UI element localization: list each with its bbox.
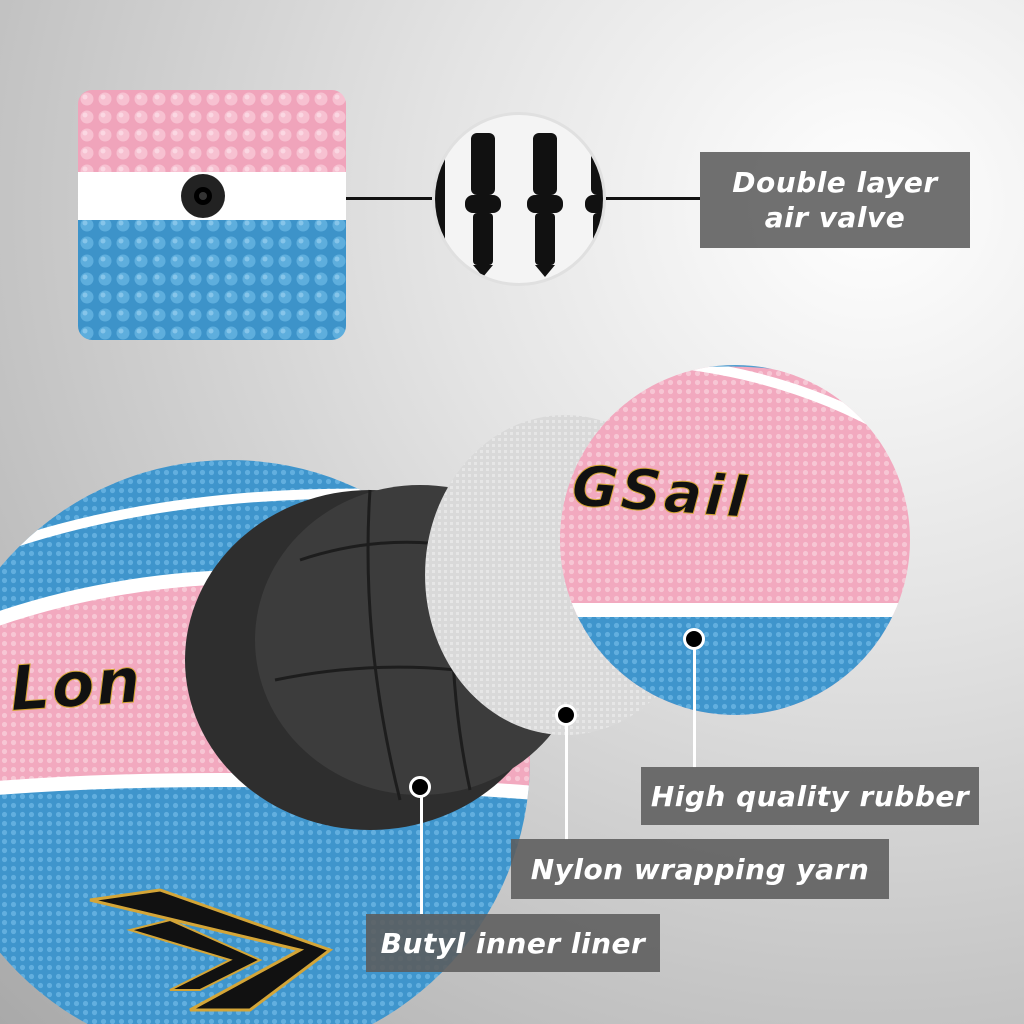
butyl-label: Butyl inner liner bbox=[366, 914, 660, 972]
valve-pins-icon bbox=[435, 133, 603, 277]
butyl-marker-dot bbox=[409, 776, 431, 798]
valve-leader-line-right bbox=[606, 197, 700, 200]
valve-leader-line-left bbox=[346, 197, 432, 200]
nylon-marker-dot bbox=[555, 704, 577, 726]
right-ball-brand-text: GSail bbox=[569, 453, 752, 532]
left-ball-brand-text: Lon bbox=[7, 643, 145, 726]
valve-label: Double layer air valve bbox=[700, 152, 970, 248]
valve-label-line1: Double layer bbox=[732, 166, 938, 199]
rubber-marker-dot bbox=[683, 628, 705, 650]
valve-closeup-swatch bbox=[78, 90, 346, 340]
nylon-label: Nylon wrapping yarn bbox=[511, 839, 889, 899]
valve-label-line2: air valve bbox=[764, 201, 906, 234]
valve-pins-circle bbox=[432, 112, 606, 286]
nylon-leader-line bbox=[565, 716, 568, 840]
swatch-graphic bbox=[78, 90, 346, 340]
butyl-leader-line bbox=[420, 788, 423, 914]
rubber-leader-line bbox=[693, 640, 696, 768]
rubber-label: High quality rubber bbox=[641, 767, 979, 825]
